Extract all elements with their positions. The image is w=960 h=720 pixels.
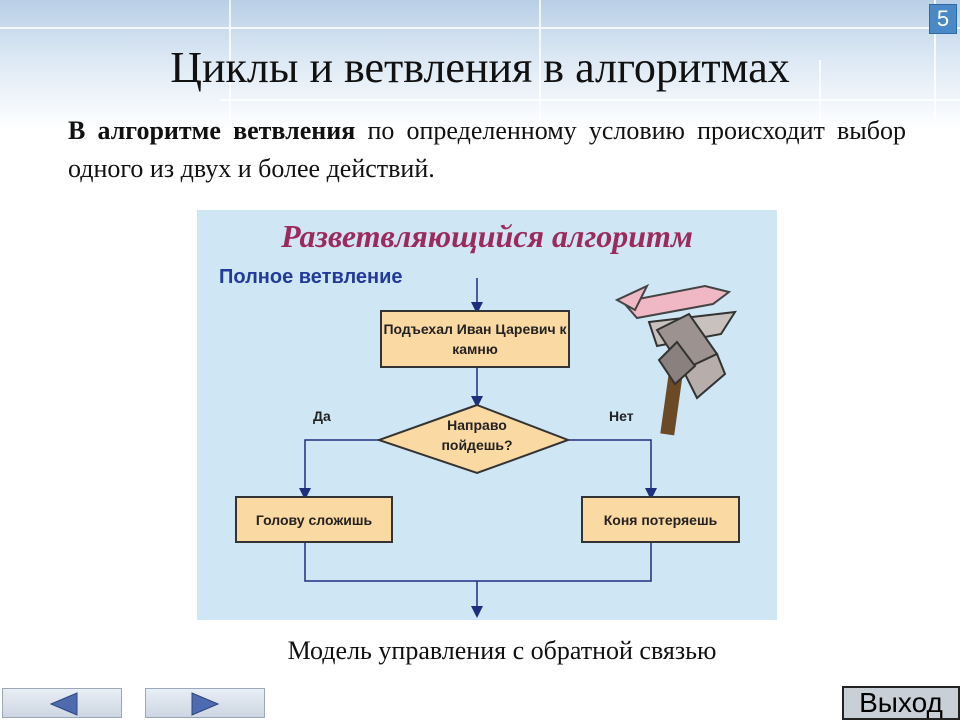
yes-label: Да	[313, 408, 331, 424]
flowchart-connectors	[299, 278, 737, 618]
right-action-box: Коня потеряешь	[581, 496, 740, 543]
triangle-left-icon	[49, 692, 78, 716]
arrow-no-branch	[568, 439, 657, 500]
signpost-icon	[614, 283, 737, 436]
diagram-heading: Разветвляющийся алгоритм	[281, 218, 693, 254]
diagram-subheading: Полное ветвление	[219, 266, 403, 288]
condition-diamond	[375, 403, 571, 475]
intro-text: по определенному условию происходит выбо…	[68, 116, 907, 183]
forward-button[interactable]	[145, 688, 265, 718]
condition-text: Направо пойдешь?	[441, 417, 513, 453]
diagram-caption: Модель управления с обратной связью	[287, 636, 717, 665]
left-action-box: Голову сложишь	[235, 496, 393, 543]
arrow-yes-branch	[299, 439, 379, 500]
slide-number-badge: 5	[929, 4, 957, 34]
intro-paragraph: В алгоритме ветвления по определенному у…	[68, 112, 906, 188]
no-label: Нет	[609, 408, 634, 424]
flowchart-diagram: Разветвляющийся алгоритм Полное ветвлени…	[197, 210, 777, 620]
intro-bold-term: В алгоритме ветвления	[68, 116, 356, 145]
start-box: Подъехал Иван Царевич к камню	[380, 310, 570, 368]
exit-button[interactable]: Выход	[842, 686, 960, 720]
triangle-right-icon	[191, 692, 220, 716]
back-button[interactable]	[2, 688, 122, 718]
header-grid-decoration	[0, 0, 960, 130]
page-title: Циклы и ветвления в алгоритмах	[170, 43, 790, 92]
header-background	[0, 0, 960, 130]
merge-line	[304, 543, 652, 582]
